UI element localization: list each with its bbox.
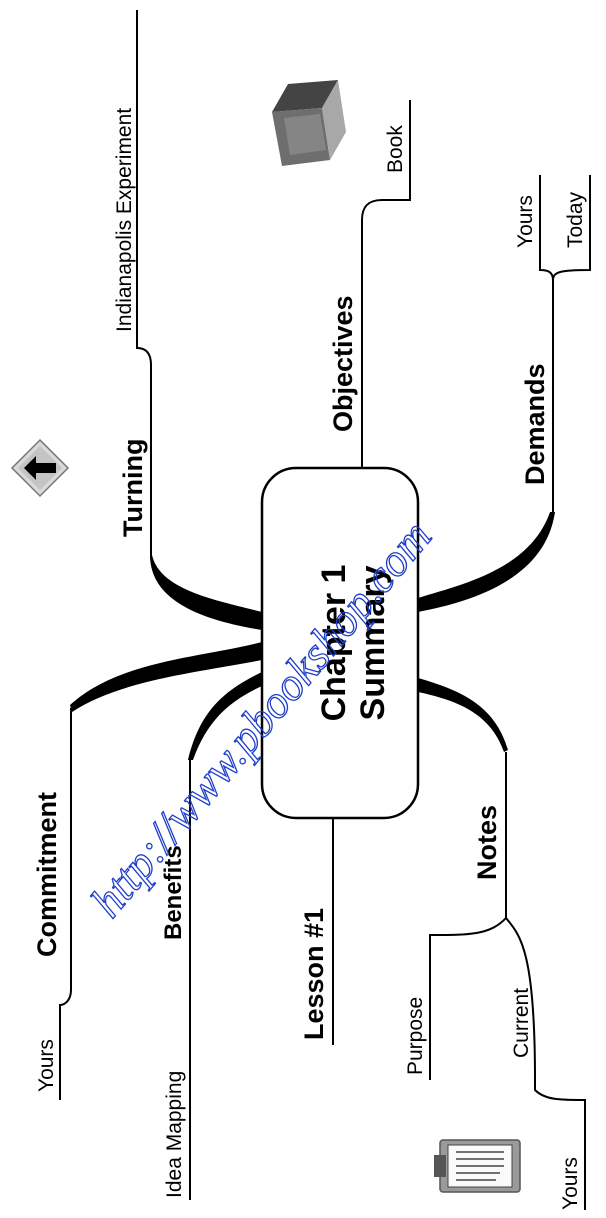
- central-node: [260, 466, 420, 820]
- line-objectives: [361, 100, 411, 468]
- label-today: Today: [564, 191, 587, 248]
- label-indianapolis: Indianapolis Experiment: [113, 108, 136, 332]
- label-commitment: Commitment: [32, 792, 62, 957]
- line-commitment: [59, 708, 72, 1100]
- label-yours-notes: Yours: [559, 1157, 582, 1210]
- branch-notes: [418, 678, 508, 752]
- label-benefits: Benefits: [160, 845, 187, 940]
- label-lesson: Lesson #1: [299, 908, 329, 1040]
- clipboard-icon: [434, 1139, 521, 1193]
- line-turning: [136, 10, 152, 558]
- label-notes: Notes: [472, 805, 502, 880]
- label-objectives: Objectives: [328, 295, 358, 432]
- center-title-line1: Chapter 1: [315, 565, 353, 722]
- label-turning: Turning: [118, 439, 148, 537]
- label-purpose: Purpose: [404, 997, 427, 1075]
- label-demands: Demands: [520, 363, 550, 485]
- branch-turning: [150, 555, 262, 630]
- line-demands-today: [552, 175, 591, 281]
- center-title-line2: Summary: [354, 565, 392, 720]
- arrow-diamond-icon: [10, 438, 70, 498]
- line-notes-purpose: [429, 917, 507, 1080]
- label-book: Book: [384, 125, 407, 173]
- branch-benefits: [188, 672, 262, 760]
- label-current: Current: [510, 988, 533, 1058]
- line-notes-current: [505, 917, 586, 1210]
- branch-commitment: [70, 642, 262, 712]
- label-yours-demands: Yours: [514, 195, 537, 248]
- book-icon: [272, 80, 346, 166]
- label-yours-commitment: Yours: [35, 1039, 58, 1092]
- label-idea-mapping: Idea Mapping: [163, 1071, 186, 1198]
- branch-demands: [418, 512, 555, 612]
